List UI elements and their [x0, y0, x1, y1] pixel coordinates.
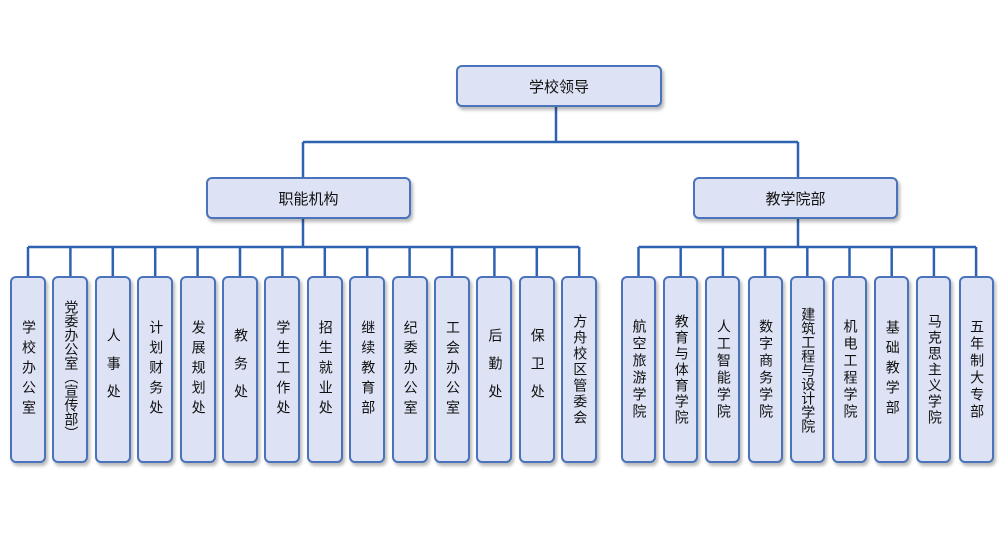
leaf-label: 工会办公室: [444, 319, 460, 420]
leaf-label: 招生就业处: [316, 319, 333, 420]
leaf-node: 五年制大专部: [958, 276, 994, 463]
leaf-node: 人工智能学院: [705, 276, 741, 463]
leaf-node: 建筑工程与设计学院: [789, 276, 825, 463]
leaf-node: 机电工程学院: [832, 276, 867, 463]
leaf-node: 计划财务处: [137, 276, 174, 463]
leaf-node: 数字商务学院: [747, 276, 783, 463]
leaf-node: 发展规划处: [179, 276, 216, 463]
leaf-label: 基础教学部: [883, 319, 900, 420]
leaf-node: 后勤处: [476, 276, 513, 463]
leaf-label: 机电工程学院: [841, 318, 858, 421]
branch-node-teaching: 教学院部: [693, 177, 898, 219]
leaf-node: 党委办公室（宣传部）: [52, 276, 89, 463]
root-label: 学校领导: [528, 77, 589, 96]
leaf-label: 发展规划处: [189, 319, 206, 420]
leaf-label: 人事处: [104, 327, 121, 412]
leaf-node: 学生工作处: [264, 276, 301, 463]
leaf-node: 教育与体育学院: [663, 276, 699, 463]
leaf-node: 招生就业处: [306, 276, 343, 463]
root-node: 学校领导: [456, 65, 662, 107]
leaf-node: 人事处: [94, 276, 131, 463]
leaf-label: 马克思主义学院: [925, 313, 942, 426]
leaf-label: 航空旅游学院: [630, 318, 647, 421]
leaf-node: 方舟校区管委会: [561, 276, 598, 463]
leaf-label: 教务处: [232, 327, 248, 412]
leaf-label: 人工智能学院: [714, 318, 731, 421]
leaf-node: 学校办公室: [10, 276, 46, 463]
leaf-node: 工会办公室: [434, 276, 470, 463]
leaf-label: 数字商务学院: [757, 318, 774, 421]
leaf-label: 计划财务处: [147, 319, 164, 420]
branch-label: 教学院部: [765, 189, 826, 208]
leaf-label: 学生工作处: [274, 319, 291, 420]
leaf-node: 教务处: [222, 276, 258, 463]
leaf-label: 方舟校区管委会: [571, 313, 588, 426]
branch-node-functional: 职能机构: [206, 177, 411, 219]
leaf-label: 教育与体育学院: [672, 313, 689, 426]
leaf-label: 学校办公室: [20, 319, 36, 420]
leaf-label: 后勤处: [486, 327, 503, 412]
leaf-label: 纪委办公室: [401, 319, 418, 420]
leaf-node: 继续教育部: [349, 276, 386, 463]
leaf-label: 党委办公室（宣传部）: [62, 299, 79, 440]
leaf-label: 五年制大专部: [968, 318, 985, 421]
leaf-node: 纪委办公室: [391, 276, 428, 463]
branch-label: 职能机构: [278, 189, 339, 208]
leaf-node: 保卫处: [518, 276, 555, 463]
leaf-node: 航空旅游学院: [621, 276, 656, 463]
leaf-node: 基础教学部: [874, 276, 910, 463]
leaf-label: 继续教育部: [359, 319, 376, 420]
leaf-node: 马克思主义学院: [916, 276, 952, 463]
leaf-label: 保卫处: [528, 327, 545, 412]
leaf-label: 建筑工程与设计学院: [799, 306, 816, 433]
